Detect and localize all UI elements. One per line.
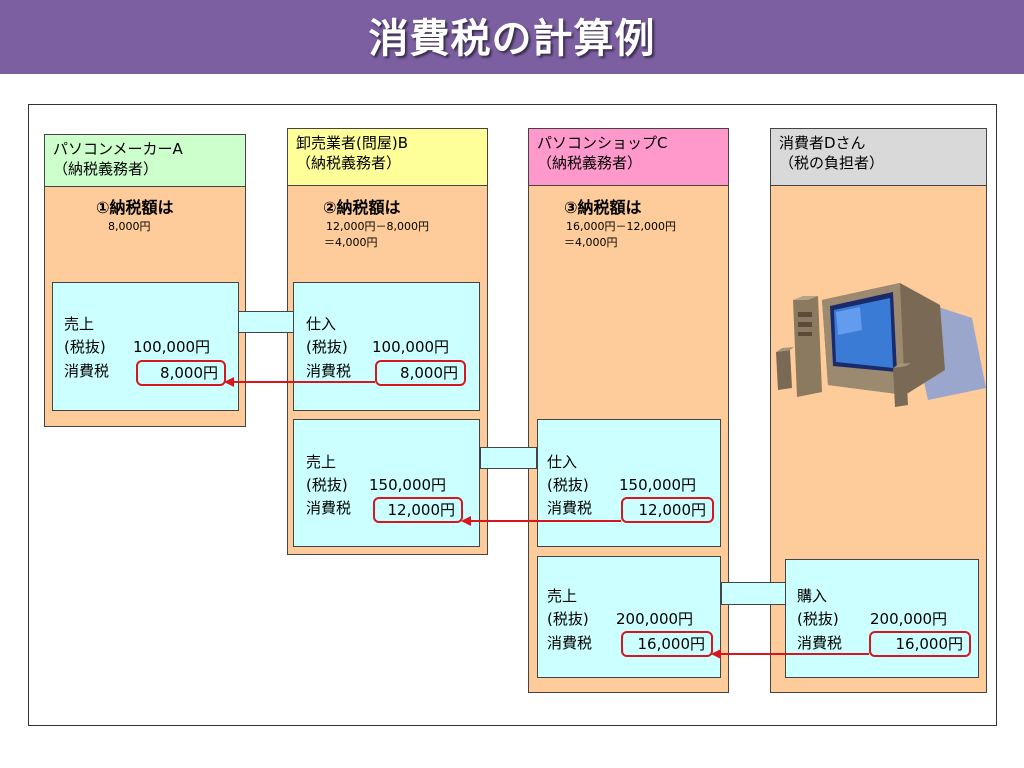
c-sale-net-label: (税抜) [547,610,589,628]
c-purchase-net-value: 150,000円 [619,476,697,494]
header-a-line2: （納税義務者） [53,160,159,178]
b-purchase-title: 仕入 [306,315,337,333]
c-purchase-tax-label: 消費税 [547,499,593,517]
d-purchase-tax-value: 16,000円 [869,631,971,657]
header-c-line1: パソコンショップC [537,134,668,152]
c-purchase-title: 仕入 [547,453,578,471]
b-purchase-net-label: (税抜) [306,338,348,356]
c-sale-net-value: 200,000円 [616,610,694,628]
c-purchase-tax-value: 12,000円 [621,497,714,523]
tax-amount-title-b: ②納税額は [323,198,401,217]
b-sale-box [293,419,480,547]
b-purchase-net-value: 100,000円 [372,338,450,356]
c-sale-box [537,556,721,678]
c-sale-tax-label: 消費税 [547,634,593,652]
b-sale-net-value: 150,000円 [369,476,447,494]
d-purchase-net-value: 200,000円 [870,610,948,628]
tax-calc-b-line2: ＝4,000円 [324,236,378,249]
d-purchase-tax-label: 消費税 [797,634,843,652]
c-sale-tax-value: 16,000円 [621,631,713,657]
header-d-line2: （税の負担者） [779,154,885,172]
a-sale-box [52,282,239,411]
header-d-line1: 消費者Dさん [779,134,866,152]
c-sale-title: 売上 [547,587,578,605]
b-purchase-tax-label: 消費税 [306,362,352,380]
connector-b-c [480,447,537,469]
a-sale-tax-value: 8,000円 [136,360,226,386]
c-purchase-box [537,419,721,547]
tax-calc-c-line2: ＝4,000円 [564,236,618,249]
d-purchase-title: 購入 [797,587,828,605]
title-bar [0,0,1024,74]
tax-amount-title-a: ①納税額は [96,198,174,217]
header-consumer-d: 消費者Dさん （税の負担者） [770,128,987,186]
a-sale-net-label: (税抜) [64,338,106,356]
connector-c-d [721,582,787,605]
header-a-line1: パソコンメーカーA [53,140,183,158]
slide-title: 消費税の計算例 [368,16,656,62]
header-b-line1: 卸売業者(問屋)B [296,134,408,152]
b-sale-tax-label: 消費税 [306,499,352,517]
b-sale-tax-value: 12,000円 [373,497,463,523]
header-pc-shop-c: パソコンショップC （納税義務者） [528,128,729,186]
a-sale-net-value: 100,000円 [133,338,211,356]
a-sale-title: 売上 [64,315,95,333]
b-sale-title: 売上 [306,453,337,471]
d-purchase-box [785,559,979,678]
header-wholesaler-b: 卸売業者(問屋)B （納税義務者） [287,128,488,186]
header-c-line2: （納税義務者） [537,154,643,172]
a-sale-tax-label: 消費税 [64,362,110,380]
tax-amount-title-c: ③納税額は [564,198,642,217]
header-b-line2: （納税義務者） [296,154,402,172]
header-manufacturer-a: パソコンメーカーA （納税義務者） [44,134,246,187]
d-purchase-net-label: (税抜) [797,610,839,628]
tax-calc-b-line1: 12,000円－8,000円 [326,220,429,233]
c-purchase-net-label: (税抜) [547,476,589,494]
b-purchase-tax-value: 8,000円 [375,360,466,386]
b-purchase-box [293,282,480,411]
tax-calc-c-line1: 16,000円－12,000円 [566,220,676,233]
b-sale-net-label: (税抜) [306,476,348,494]
connector-a-b [238,311,294,333]
tax-calc-a-line1: 8,000円 [108,220,151,233]
